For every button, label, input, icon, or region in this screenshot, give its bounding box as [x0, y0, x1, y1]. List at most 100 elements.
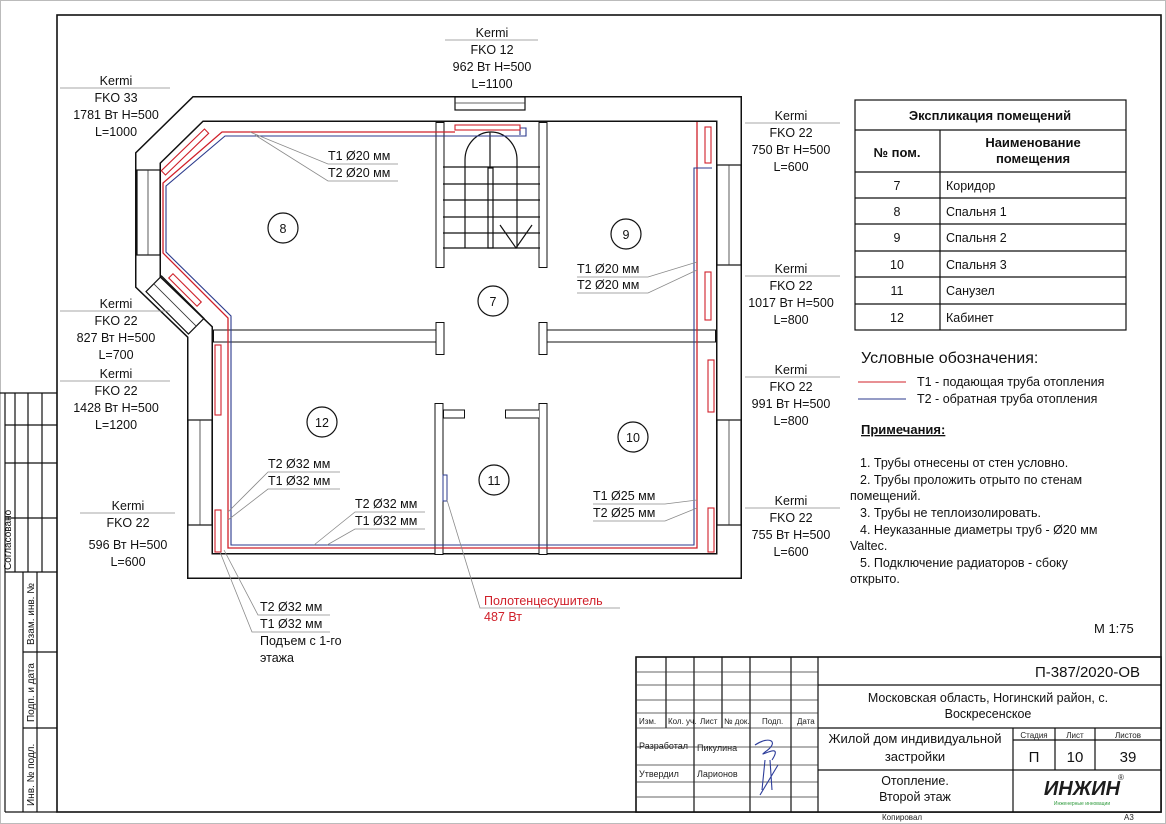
radiator-model: FKO 22 [106, 516, 149, 530]
pipe-label: T2 Ø25 мм [593, 506, 655, 520]
logo-text: ИНЖИН [1044, 778, 1121, 800]
radiator-brand: Kermi [476, 26, 509, 40]
radiator-length: L=1000 [95, 125, 137, 139]
radiator-model: FKO 33 [94, 91, 137, 105]
room-number-12: 12 [315, 416, 329, 430]
radiator-model: FKO 22 [769, 126, 812, 140]
radiator-length: L=700 [98, 348, 133, 362]
note-line: Valtec. [850, 539, 887, 553]
radiator-stair [454, 124, 521, 131]
radiator-power: 1017 Вт H=500 [748, 296, 834, 310]
note-line: 1. Трубы отнесены от стен условно. [860, 456, 1068, 470]
drawing-frame [56, 14, 1162, 813]
column-header-name: помещения [996, 151, 1070, 166]
radiator-brand: Kermi [100, 367, 133, 381]
object-name: Жилой дом индивидуальной [828, 731, 1001, 746]
table-row: 12 Кабинет [890, 311, 994, 325]
table-row: 8 Спальня 1 [894, 205, 1007, 219]
column-header-name: Наименование [985, 135, 1080, 150]
room-number-9: 9 [623, 228, 630, 242]
radiator-brand: Kermi [112, 499, 145, 513]
svg-text:8: 8 [894, 205, 901, 219]
note-line: 3. Трубы не теплоизолировать. [860, 506, 1041, 520]
agreed-label: Согласовано [3, 509, 14, 570]
pipe-labels: T1 Ø20 мм T2 Ø20 мм T1 Ø20 мм T2 Ø20 мм … [260, 149, 655, 665]
address-line: Московская область, Ногинский район, с. [868, 691, 1108, 705]
svg-text:Кабинет: Кабинет [946, 311, 994, 325]
approved-name: Ларионов [697, 769, 738, 779]
radiator-power: 596 Вт H=500 [89, 538, 168, 552]
column-header-num: № пом. [874, 145, 921, 160]
svg-text:7: 7 [894, 179, 901, 193]
radiator-brand: Kermi [775, 262, 808, 276]
pipe-label: T1 Ø32 мм [260, 617, 322, 631]
svg-text:12: 12 [890, 311, 904, 325]
notes: Примечания: 1. Трубы отнесены от стен ус… [850, 422, 1134, 636]
radiator-model: FKO 12 [470, 43, 513, 57]
radiator-power: 750 Вт H=500 [752, 143, 831, 157]
developed-name: Пикулина [697, 743, 737, 753]
pipe-label: T2 Ø32 мм [260, 600, 322, 614]
radiator-brand: Kermi [775, 109, 808, 123]
pipe-label: T1 Ø25 мм [593, 489, 655, 503]
svg-text:Спальня 1: Спальня 1 [946, 205, 1007, 219]
radiator-model: FKO 22 [769, 279, 812, 293]
room-number-8: 8 [280, 222, 287, 236]
svg-text:Спальня 2: Спальня 2 [946, 231, 1007, 245]
sheet-label: Лист [1066, 731, 1084, 740]
svg-text:10: 10 [890, 258, 904, 272]
inv-orig-label: Инв. № подл. [26, 744, 37, 806]
legend-t1: T1 - подающая труба отопления [917, 375, 1104, 389]
signature [754, 739, 779, 796]
t1-supply-pipe [162, 122, 698, 549]
radiator-label-stair: Kermi FKO 12 962 Вт H=500 L=1100 [453, 26, 532, 91]
radiators [160, 124, 715, 553]
interior-walls [212, 122, 717, 555]
sheets-label: Листов [1115, 731, 1141, 740]
radiator-room8-top [160, 128, 210, 176]
note-line: 2. Трубы проложить отрыто по стенам [860, 473, 1082, 487]
copied-label: Копировал [882, 813, 922, 822]
radiator-room8-bottom [167, 272, 203, 308]
radiator-model: FKO 22 [769, 511, 812, 525]
room-markers: 7 8 9 10 11 12 [267, 212, 649, 496]
radiator-room9-bottom [704, 271, 712, 321]
radiator-label-room8-bottom: Kermi FKO 22 827 Вт H=500 L=700 [77, 297, 156, 362]
svg-text:11: 11 [891, 284, 904, 298]
pipe-label: T2 Ø32 мм [355, 497, 417, 511]
pipe-label: T2 Ø32 мм [268, 457, 330, 471]
sheets-value: 39 [1120, 749, 1137, 766]
pipe-label: T2 Ø20 мм [328, 166, 390, 180]
svg-text:9: 9 [894, 231, 901, 245]
note-line: 4. Неуказанные диаметры труб - Ø20 мм [860, 523, 1097, 537]
radiator-length: L=600 [773, 160, 808, 174]
radiator-model: FKO 22 [769, 380, 812, 394]
radiator-room10-top [707, 359, 715, 413]
radiator-length: L=800 [773, 313, 808, 327]
staircase [443, 131, 540, 250]
developed-label: Разработал [639, 741, 688, 751]
note-line: открыто. [850, 572, 900, 586]
windows [136, 96, 742, 526]
radiator-length: L=600 [773, 545, 808, 559]
pipe-label: T1 Ø32 мм [268, 474, 330, 488]
radiator-room12-top [214, 344, 222, 416]
table-title: Экспликация помещений [909, 108, 1071, 123]
title-block: Изм. Кол. уч. Лист № док. Подп. Дата Раз… [635, 656, 1162, 822]
radiator-label-room8-top: Kermi FKO 33 1781 Вт H=500 L=1000 [73, 74, 159, 139]
header-date: Дата [797, 717, 815, 726]
room-number-11: 11 [488, 474, 501, 488]
company-logo: ИНЖИН Инженерные инновации ® [1044, 773, 1124, 807]
note-line: 5. Подключение радиаторов - сбоку [860, 556, 1069, 570]
stage-value: П [1029, 749, 1040, 766]
notes-title: Примечания: [861, 422, 945, 437]
radiator-room10-bottom [707, 507, 715, 553]
sheet-title: Отопление. [881, 774, 949, 788]
pipe-label: T1 Ø20 мм [577, 262, 639, 276]
radiator-brand: Kermi [100, 297, 133, 311]
t2-return-pipe [165, 127, 712, 546]
radiator-brand: Kermi [100, 74, 133, 88]
